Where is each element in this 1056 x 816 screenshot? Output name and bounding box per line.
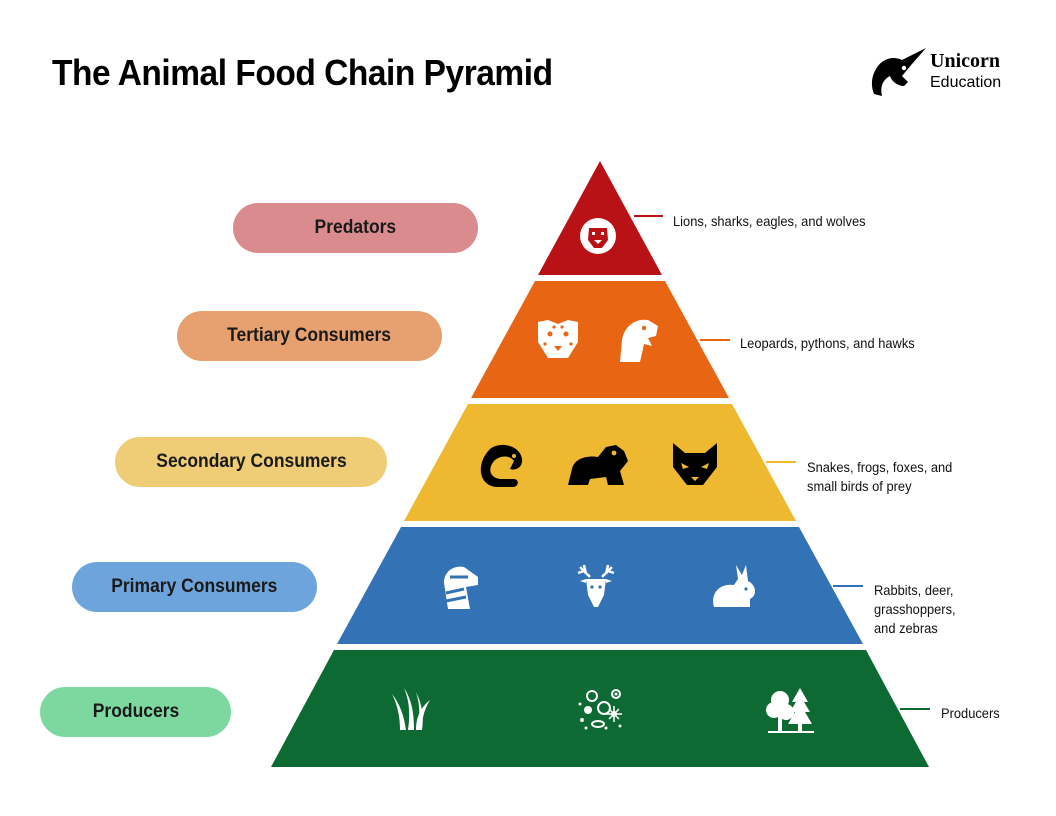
lion-icon bbox=[580, 218, 616, 254]
level-label-producers: Producers bbox=[40, 687, 231, 737]
rabbit-icon bbox=[713, 565, 756, 607]
eagle-icon bbox=[620, 319, 658, 362]
level-label-text: Secondary Consumers bbox=[155, 451, 347, 472]
level-label-tertiary-consumers: Tertiary Consumers bbox=[177, 311, 442, 361]
level-description-producers: Producers bbox=[941, 705, 1000, 721]
level-label-text: Predators bbox=[314, 217, 397, 238]
tier-predators bbox=[538, 161, 662, 275]
unicorn-head-icon bbox=[871, 48, 926, 96]
leopard-icon bbox=[538, 320, 578, 358]
tier-tertiary-consumers bbox=[471, 281, 729, 398]
level-description-tertiary-consumers: Leopards, pythons, and hawks bbox=[740, 335, 915, 351]
brand-name: Unicorn bbox=[930, 50, 1000, 72]
level-description-primary-consumers: Rabbits, deer, grasshoppers, and zebras bbox=[874, 582, 956, 636]
frog-icon bbox=[568, 445, 628, 485]
trees-icon bbox=[766, 688, 814, 733]
level-label-secondary-consumers: Secondary Consumers bbox=[115, 437, 387, 487]
level-label-primary-consumers: Primary Consumers bbox=[72, 562, 317, 612]
deer-icon bbox=[577, 564, 615, 607]
tier-producers bbox=[271, 650, 929, 767]
level-description-predators: Lions, sharks, eagles, and wolves bbox=[673, 213, 866, 229]
grass-icon bbox=[392, 688, 430, 730]
level-label-text: Producers bbox=[92, 701, 179, 722]
page-title: The Animal Food Chain Pyramid bbox=[52, 52, 553, 93]
zebra-icon bbox=[444, 566, 478, 609]
level-label-text: Tertiary Consumers bbox=[227, 325, 392, 346]
snake-icon bbox=[480, 444, 523, 487]
plankton-icon bbox=[578, 689, 622, 730]
brand-logo: Unicorn Education bbox=[868, 46, 1018, 98]
fox-icon bbox=[673, 443, 717, 485]
level-label-predators: Predators bbox=[233, 203, 478, 253]
level-description-secondary-consumers: Snakes, frogs, foxes, and small birds of… bbox=[807, 459, 953, 494]
level-label-text: Primary Consumers bbox=[111, 576, 278, 597]
brand-subtitle: Education bbox=[930, 74, 1002, 91]
